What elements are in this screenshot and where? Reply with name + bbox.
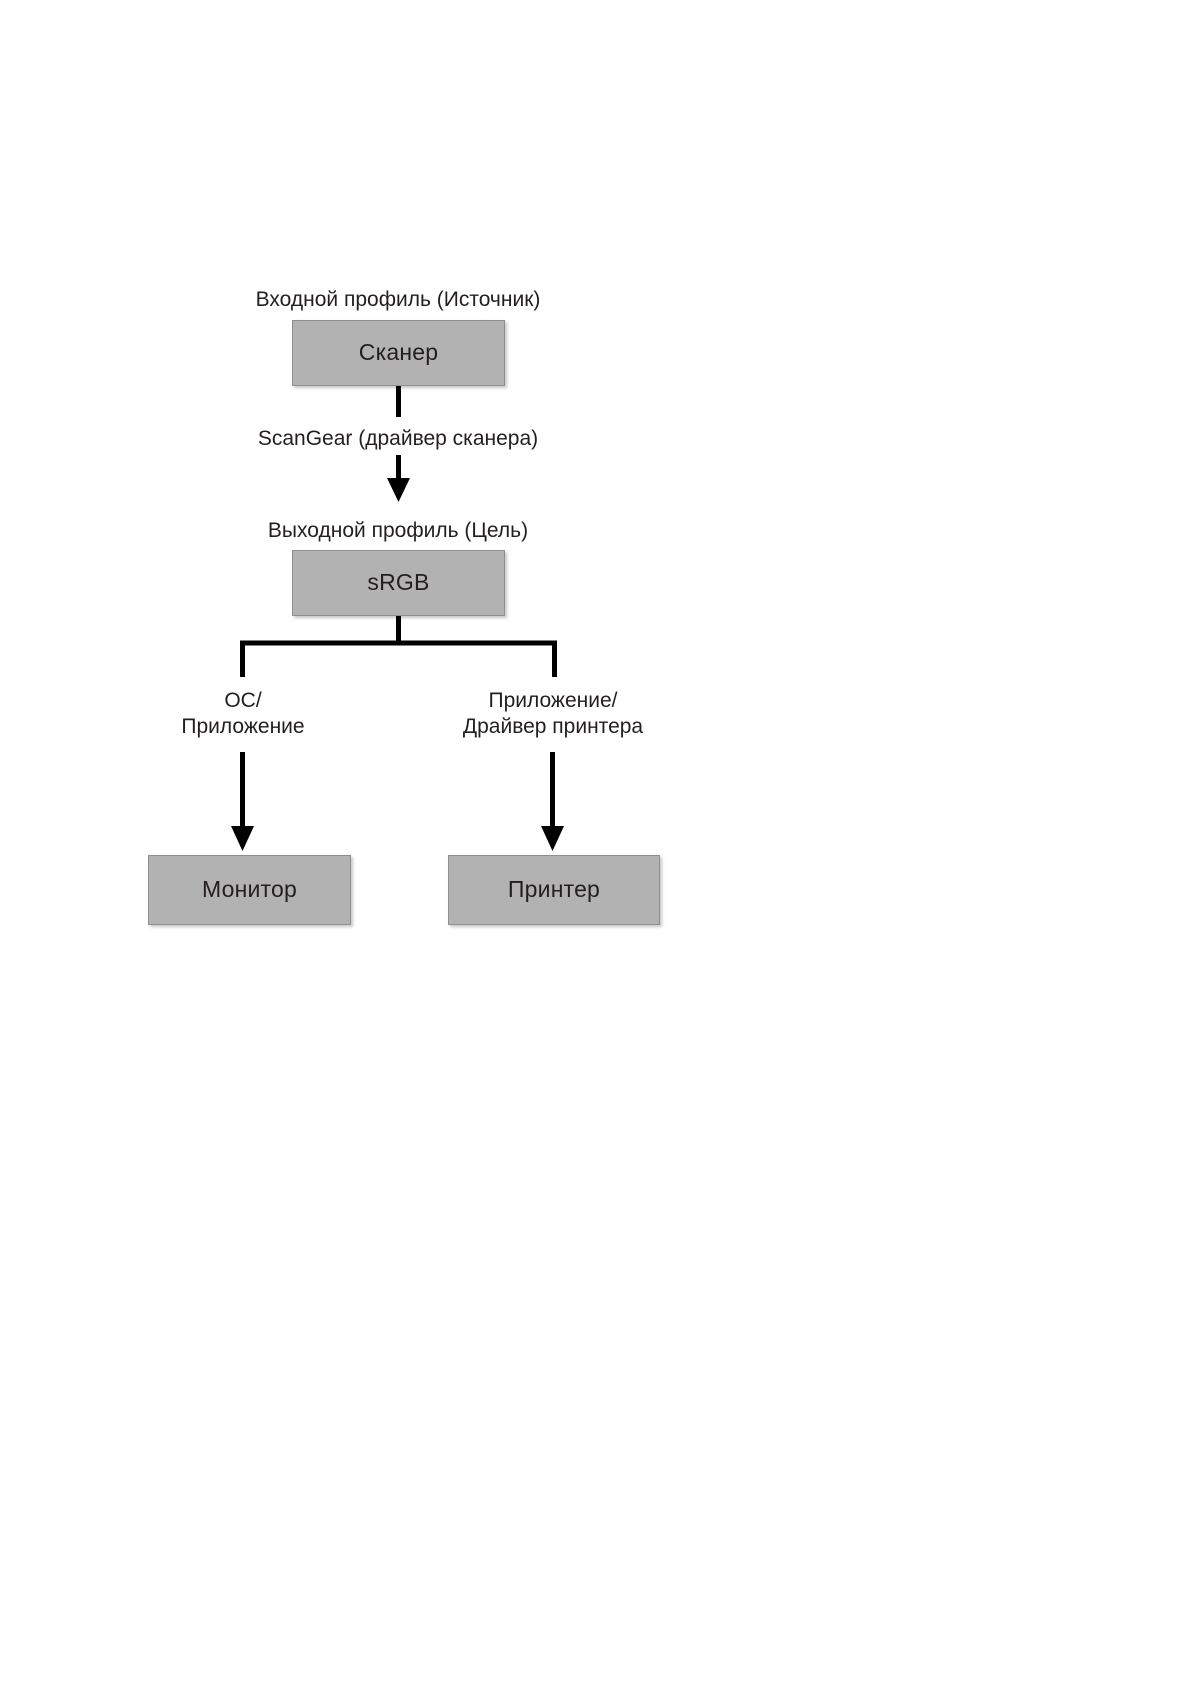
- caption-printer-driver-line1: Приложение/: [488, 689, 618, 712]
- caption-printer-driver: Приложение/ Драйвер принтера: [463, 688, 643, 739]
- arrowhead-to-printer: [541, 826, 564, 851]
- caption-output-profile: Выходной профиль (Цель): [267, 519, 529, 542]
- node-monitor-label: Монитор: [201, 876, 298, 903]
- node-scanner-label: Сканер: [358, 339, 439, 366]
- caption-scangear-driver: ScanGear (драйвер сканера): [257, 427, 539, 450]
- node-printer-label: Принтер: [507, 876, 601, 903]
- node-srgb-label: sRGB: [367, 569, 430, 596]
- node-scanner: Сканер: [292, 320, 505, 386]
- caption-os-application: ОС/ Приложение: [181, 688, 304, 739]
- node-srgb: sRGB: [292, 550, 505, 616]
- caption-os-application-line2: Приложение: [181, 714, 305, 738]
- node-monitor: Монитор: [148, 855, 351, 925]
- caption-printer-driver-line2: Драйвер принтера: [462, 714, 644, 738]
- node-printer: Принтер: [448, 855, 660, 925]
- arrowhead-to-monitor: [231, 826, 254, 851]
- caption-input-profile: Входной профиль (Источник): [255, 288, 541, 311]
- arrowhead-to-srgb: [387, 478, 410, 502]
- caption-os-application-line1: ОС/: [224, 689, 262, 712]
